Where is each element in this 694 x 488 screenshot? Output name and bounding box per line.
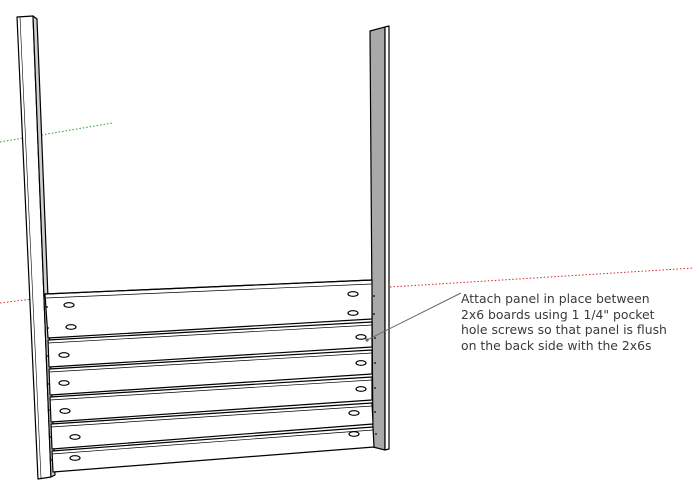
panel-board-2 (47, 321, 373, 368)
pocket-hole (355, 386, 367, 392)
callout-line-4: on the back side with the 2x6s (461, 337, 652, 353)
red-axis-line-right (389, 267, 694, 288)
pocket-hole (59, 408, 71, 414)
pocket-hole (347, 291, 359, 297)
pocket-hole (348, 431, 360, 437)
pocket-hole (348, 410, 360, 416)
pocket-hole (355, 334, 367, 340)
callout-line-3: hole screws so that panel is flush (461, 322, 667, 337)
pocket-hole (347, 310, 359, 316)
pocket-hole (58, 352, 70, 358)
right-2x6-post (369, 25, 390, 451)
right-pocket-holes (347, 291, 367, 437)
left-pocket-holes (58, 302, 81, 461)
right-edge-dots (373, 295, 377, 435)
callout-line-1: Attach panel in place between (461, 291, 650, 306)
callout-line-2: 2x6 boards using 1 1/4" pocket (461, 306, 655, 322)
callout-leader-dot (365, 338, 369, 342)
panel-board-4 (49, 376, 373, 423)
panel-boards (44, 279, 375, 473)
callout-leader-line (366, 292, 462, 341)
red-axis-line-left (0, 296, 49, 304)
panel-board-6 (51, 426, 375, 473)
green-axis-line (0, 122, 113, 143)
pocket-hole (63, 302, 75, 308)
pocket-hole (65, 324, 77, 330)
pocket-hole (58, 380, 70, 386)
pocket-hole (355, 360, 367, 366)
callout-annotation: Attach panel in place between 2x6 boards… (461, 291, 691, 353)
pocket-hole (69, 434, 81, 440)
pocket-hole (69, 455, 81, 461)
panel-board-5 (50, 402, 374, 450)
left-edge-dots (46, 306, 53, 461)
panel-board-3 (48, 349, 373, 396)
